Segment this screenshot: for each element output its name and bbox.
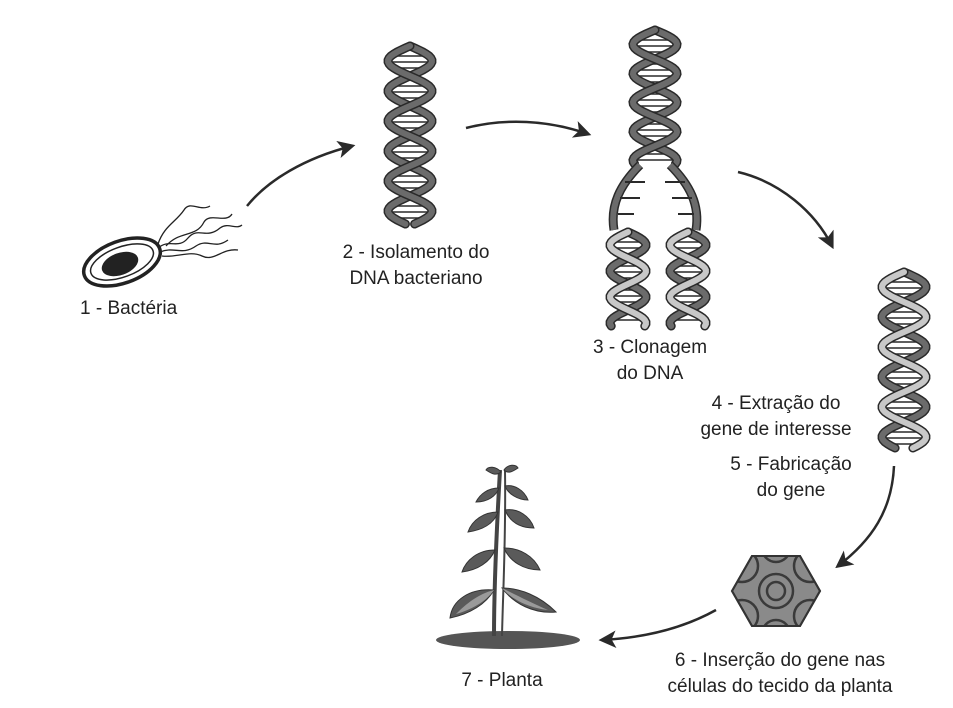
step-4-line-2: gene de interesse — [700, 419, 852, 440]
step-6-label: 6 - Inserção do gene nas células do teci… — [630, 648, 930, 700]
arrow-1-to-2 — [246, 140, 356, 207]
arrow-2-to-3 — [465, 120, 592, 138]
dna-replication-fork — [605, 25, 711, 331]
step-3-line-2: do DNA — [616, 363, 684, 384]
step-5-line-1: 5 - Fabricação — [730, 454, 852, 475]
dna-helix-isolated — [383, 41, 437, 229]
step-2-line-2: DNA bacteriano — [349, 268, 483, 289]
step-4-line-1: 4 - Extração do — [711, 393, 841, 414]
step-7-line-1: 7 - Planta — [461, 670, 543, 691]
process-arrows — [246, 120, 896, 648]
step-1-label: 1 - Bactéria — [80, 296, 177, 322]
step-5-line-2: do gene — [756, 480, 826, 501]
step-2-line-1: 2 - Isolamento do — [342, 242, 490, 263]
step-3-line-1: 3 - Clonagem — [592, 337, 708, 358]
step-4-label: 4 - Extração do gene de interesse — [686, 391, 866, 443]
step-2-label: 2 - Isolamento do DNA bacteriano — [316, 240, 516, 292]
arrow-6-to-7 — [598, 608, 717, 648]
step-5-label: 5 - Fabricação do gene — [716, 452, 866, 504]
dna-helix-gene — [877, 267, 931, 453]
step-7-label: 7 - Planta — [442, 668, 562, 694]
step-6-line-2: células do tecido da planta — [667, 676, 893, 697]
step-6-line-1: 6 - Inserção do gene nas — [674, 650, 886, 671]
bacterium-illustration — [81, 205, 243, 288]
step-1-line-1: 1 - Bactéria — [80, 298, 178, 319]
arrow-3-to-4 — [737, 170, 834, 250]
step-3-label: 3 - Clonagem do DNA — [570, 335, 730, 387]
plant-illustration — [436, 464, 580, 649]
arrow-5-to-6 — [835, 465, 896, 569]
plant-cells-hexagon — [730, 555, 822, 627]
